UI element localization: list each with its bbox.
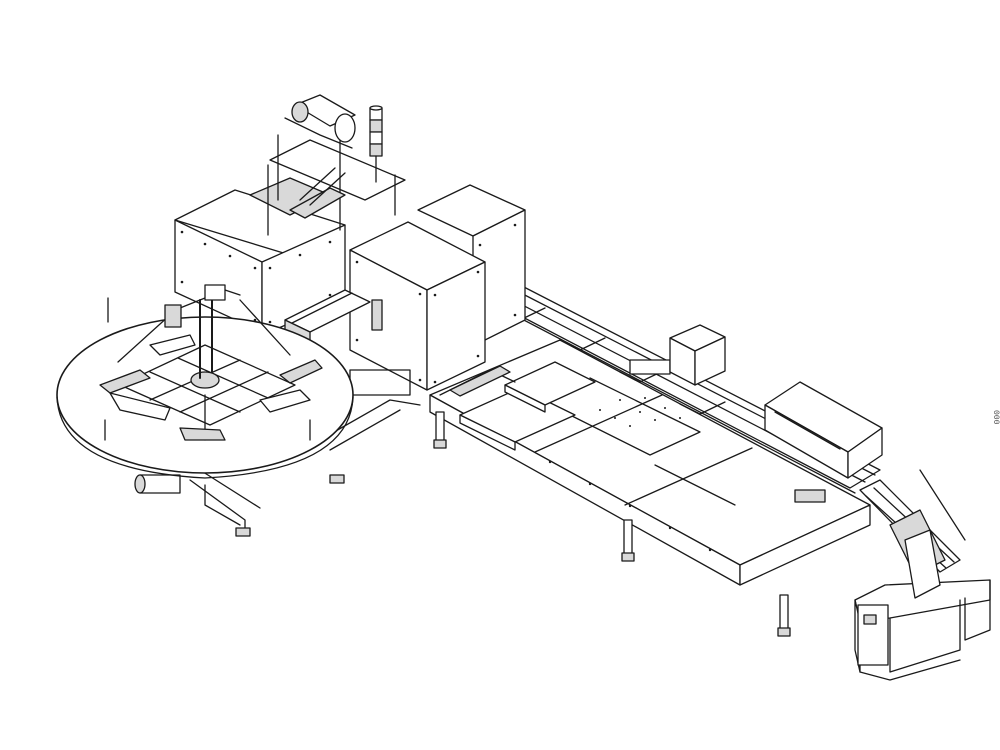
stack-light-icon bbox=[370, 106, 382, 182]
door-handle bbox=[372, 300, 382, 330]
edge-label: 000 bbox=[991, 410, 1000, 425]
rail-bracket bbox=[630, 360, 670, 374]
top-frame bbox=[268, 135, 405, 235]
infeed-trays bbox=[440, 362, 595, 450]
sealer-hood bbox=[765, 382, 882, 478]
cabinet-panel bbox=[864, 615, 876, 624]
rail-bracket bbox=[795, 490, 825, 502]
drive-motor bbox=[285, 95, 355, 148]
table-leg bbox=[780, 595, 788, 630]
foot-pad bbox=[236, 528, 250, 536]
control-cabinet bbox=[858, 605, 888, 665]
center-enclosure-front bbox=[350, 222, 485, 390]
rotary-table bbox=[57, 285, 353, 478]
gantry-actuator bbox=[165, 305, 181, 327]
gear-motor-box bbox=[670, 325, 725, 385]
servo-motor bbox=[140, 475, 180, 493]
table-leg bbox=[436, 412, 444, 442]
foot-pad bbox=[330, 475, 344, 483]
base-frame-left bbox=[135, 370, 420, 536]
table-leg bbox=[624, 520, 632, 555]
discharge-frame bbox=[855, 470, 990, 680]
